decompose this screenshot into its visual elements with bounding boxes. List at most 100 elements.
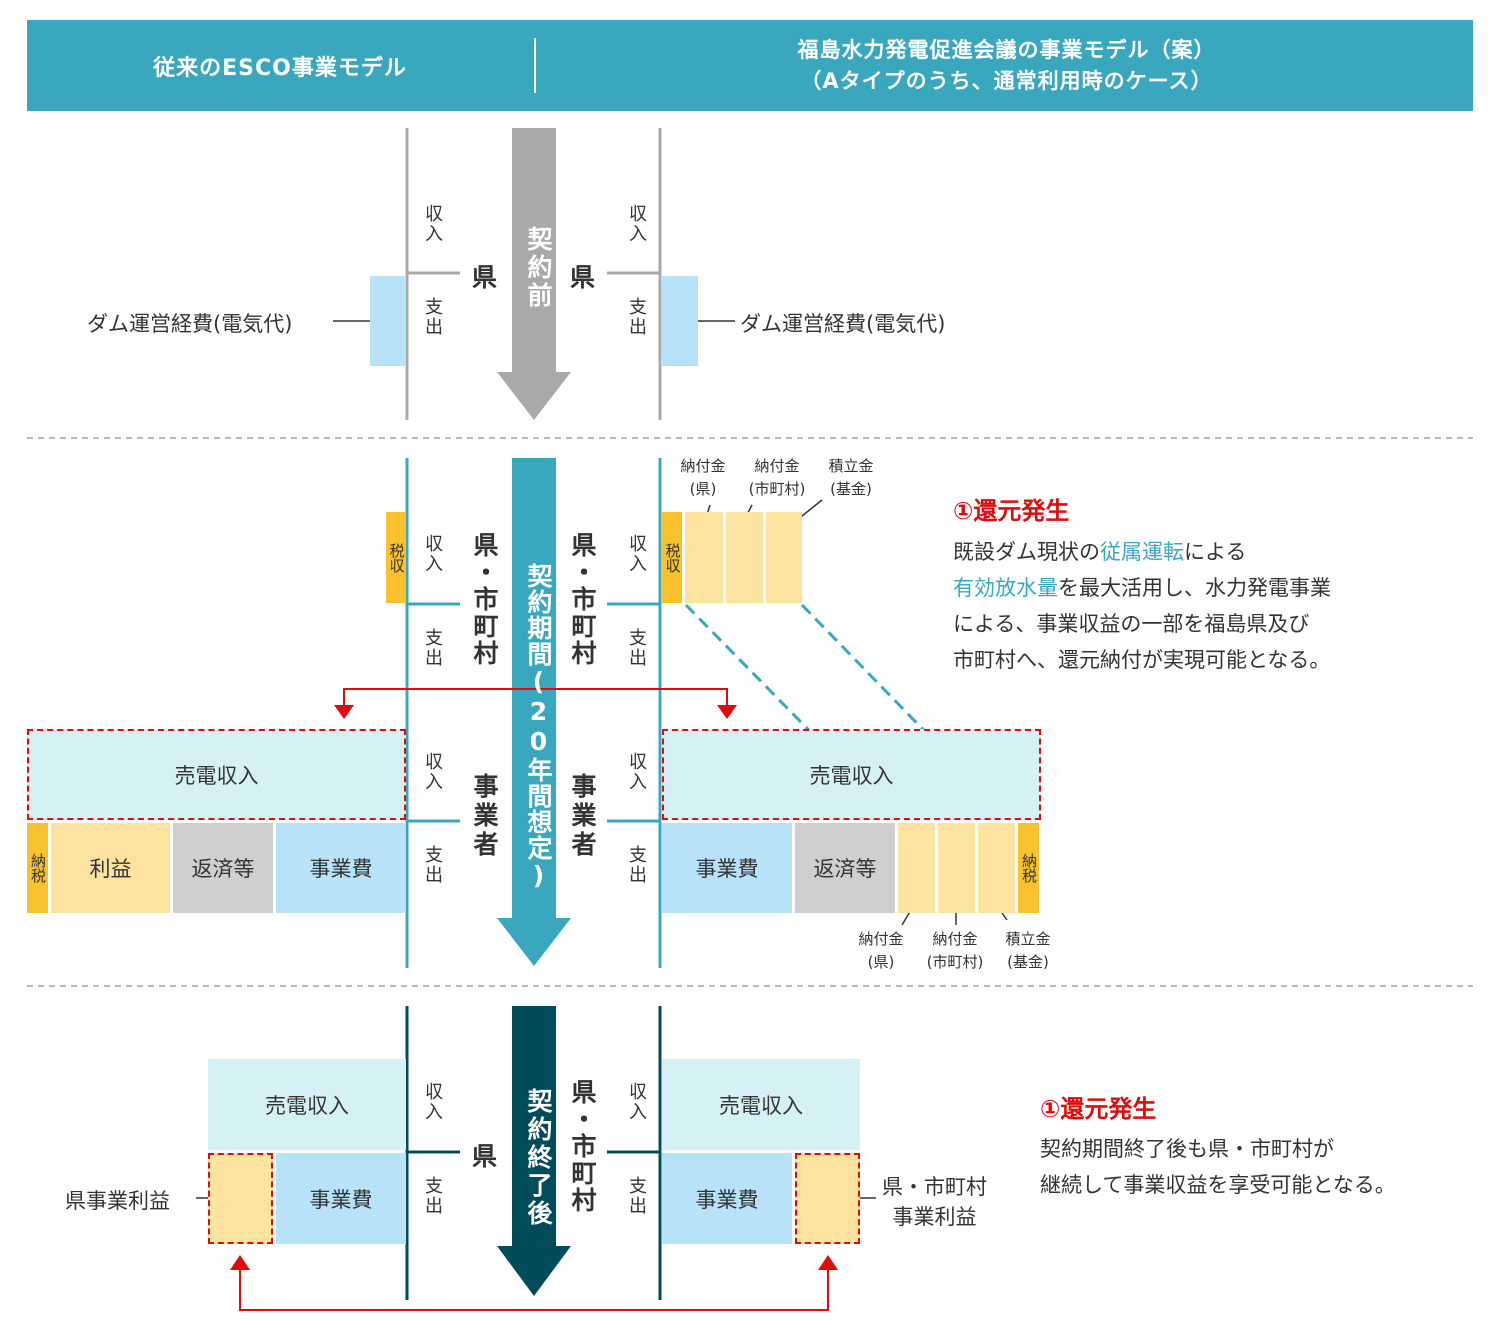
stage2-arrow-label: 契約期間(20年間想定) xyxy=(524,563,553,891)
stage2-right-bizcost-label: 事業費 xyxy=(695,857,759,881)
stage2-left-bizcost-label: 事業費 xyxy=(309,857,373,881)
stage3-arrow-label: 契約終了後 xyxy=(524,1088,553,1228)
stage3-red-connector xyxy=(239,1270,829,1311)
stage1-left-income: 収入 xyxy=(422,204,443,244)
stage2-bottom-payment-box-2 xyxy=(938,823,975,913)
stage1-right-cost-label: ダム運営経費(電気代) xyxy=(740,312,946,336)
stage1-right-expense: 支出 xyxy=(626,297,647,337)
stage1-left-entity: 県 xyxy=(472,263,502,292)
stage2-left-tax-collect-label: 税収 xyxy=(387,542,406,573)
stage2-right-sales-label: 売電収入 xyxy=(809,763,894,788)
stage3-right-bizcost-label: 事業費 xyxy=(695,1187,759,1212)
stage3-note-title: ①還元発生 xyxy=(1040,1095,1157,1123)
stage1-left-cost-box xyxy=(370,276,406,366)
stage2-upper-left-income: 収入 xyxy=(422,534,443,574)
stage2-lower-right-expense: 支出 xyxy=(626,845,647,885)
stage2-left-sales-label: 売電収入 xyxy=(174,763,259,788)
stage2-top-payment-box-3 xyxy=(766,512,802,603)
stage2-left-repay-box: 返済等 xyxy=(173,823,273,913)
stage3-left-profit-box xyxy=(208,1153,273,1244)
stage2-red-arrowhead-left xyxy=(334,705,354,719)
stage3-left-bizcost-box: 事業費 xyxy=(276,1153,406,1244)
stage1-left-cost-label: ダム運営経費(電気代) xyxy=(87,312,293,336)
header-bar xyxy=(27,20,1473,111)
header-left-title: 従来のESCO事業モデル xyxy=(153,55,407,81)
stage2-left-tax-collect-box: 税収 xyxy=(386,512,406,603)
stage2-right-tax-collect-box: 税収 xyxy=(662,512,682,603)
stage3-left-expense: 支出 xyxy=(422,1176,443,1216)
stage3-left-bizcost-label: 事業費 xyxy=(309,1187,373,1212)
stage2-right-tax-pay-box: 納税 xyxy=(1018,823,1039,913)
stage2-left-repay-label: 返済等 xyxy=(191,857,255,881)
header-right-title-line1: 福島水力発電促進会議の事業モデル（案） xyxy=(797,38,1216,62)
stage3-right-profit-box xyxy=(795,1153,860,1244)
stage2-upper-left-entity: 県・市町村 xyxy=(470,532,499,667)
stage3-right-entity: 県・市町村 xyxy=(568,1079,597,1214)
stage1-right-income: 収入 xyxy=(626,204,647,244)
stage2-right-sales-box: 売電収入 xyxy=(662,729,1041,820)
stage2-right-bizcost-box: 事業費 xyxy=(662,823,792,913)
stage3-left-sales-label: 売電収入 xyxy=(265,1093,349,1118)
stage2-lower-left-entity: 事業者 xyxy=(470,773,499,860)
stage1-left-expense: 支出 xyxy=(422,297,443,337)
stage2-top-payment-box-1 xyxy=(685,512,723,603)
stage2-top-payment-label-3: 積立金 (基金) xyxy=(828,457,874,498)
stage3-note-body: 契約期間終了後も県・市町村が 継続して事業収益を享受可能となる。 xyxy=(1040,1131,1396,1203)
stage2-right-tax-pay-label: 納税 xyxy=(1020,853,1038,883)
stage3-note-line1: 契約期間終了後も県・市町村が xyxy=(1040,1137,1334,1161)
stage2-upper-right-entity: 県・市町村 xyxy=(568,532,597,667)
stage2-red-branch xyxy=(343,688,728,705)
stage3-right-bizcost-box: 事業費 xyxy=(662,1153,792,1244)
stage1-right-entity: 県 xyxy=(570,263,600,292)
header-right-title: 福島水力発電促進会議の事業モデル（案） （Aタイプのうち、通常利用時のケース） xyxy=(540,26,1473,106)
stage2-top-payment-label-1: 納付金 (県) xyxy=(680,457,726,498)
stage3-left-sales-box: 売電収入 xyxy=(208,1059,406,1150)
stage2-top-payment-box-2 xyxy=(726,512,763,603)
stage2-note-line1: 既設ダム現状の従属運転による xyxy=(953,540,1247,564)
stage2-note-line3: による、事業収益の一部を福島県及び xyxy=(953,612,1310,636)
stage2-left-bizcost-box: 事業費 xyxy=(276,823,406,913)
stage3-right-income: 収入 xyxy=(626,1082,647,1122)
stage2-bottom-payment-label-2: 納付金 (市町村) xyxy=(926,930,984,971)
stage3-left-entity: 県 xyxy=(472,1142,502,1171)
stage2-note-title: ①還元発生 xyxy=(953,497,1070,525)
stage2-left-tax-pay-label: 納税 xyxy=(29,853,47,883)
stage2-right-tax-collect-label: 税収 xyxy=(663,542,682,573)
stage2-left-profit-box: 利益 xyxy=(51,823,170,913)
stage3-right-sales-label: 売電収入 xyxy=(719,1093,803,1118)
stage3-right-sales-box: 売電収入 xyxy=(662,1059,860,1150)
stage2-right-repay-box: 返済等 xyxy=(795,823,895,913)
header-right-title-line2: （Aタイプのうち、通常利用時のケース） xyxy=(800,69,1213,93)
stage2-left-sales-box: 売電収入 xyxy=(27,729,406,820)
stage2-bottom-payment-label-3: 積立金 (基金) xyxy=(1005,930,1051,971)
stage3-arrow-shape xyxy=(497,1006,571,1296)
stage1-right-cost-box xyxy=(662,276,698,366)
stage3-right-expense: 支出 xyxy=(626,1176,647,1216)
stage2-arrow-shape xyxy=(497,458,571,966)
stage1-arrow-shape xyxy=(497,128,571,420)
stage2-upper-right-income: 収入 xyxy=(626,534,647,574)
stage3-red-arrowhead-left xyxy=(230,1255,250,1270)
stage2-bottom-payment-box-1 xyxy=(898,823,935,913)
stage2-red-arrowhead-right xyxy=(717,705,737,719)
stage3-left-income: 収入 xyxy=(422,1082,443,1122)
stage2-lower-right-income: 収入 xyxy=(626,752,647,792)
stage2-right-repay-label: 返済等 xyxy=(813,857,877,881)
stage2-lower-right-entity: 事業者 xyxy=(568,773,597,860)
stage2-bottom-payment-label-1: 納付金 (県) xyxy=(858,930,904,971)
stage2-lower-left-expense: 支出 xyxy=(422,845,443,885)
header-divider xyxy=(534,38,536,93)
stage3-note-line2: 継続して事業収益を享受可能となる。 xyxy=(1040,1173,1396,1197)
stage2-lower-left-income: 収入 xyxy=(422,752,443,792)
stage2-bottom-payment-box-3 xyxy=(978,823,1015,913)
stage2-note-line2: 有効放水量を最大活用し、水力発電事業 xyxy=(953,576,1331,600)
stage1-arrow-label: 契約前 xyxy=(524,226,553,310)
stage2-note-line4: 市町村へ、還元納付が実現可能となる。 xyxy=(953,648,1331,672)
stage3-right-profit-label: 県・市町村 事業利益 xyxy=(882,1175,987,1229)
stage3-left-profit-label: 県事業利益 xyxy=(65,1189,170,1213)
stage2-top-payment-label-2: 納付金 (市町村) xyxy=(748,457,806,498)
stage2-left-tax-pay-box: 納税 xyxy=(27,823,48,913)
stage2-upper-left-expense: 支出 xyxy=(422,628,443,668)
stage2-left-profit-label: 利益 xyxy=(89,857,132,881)
